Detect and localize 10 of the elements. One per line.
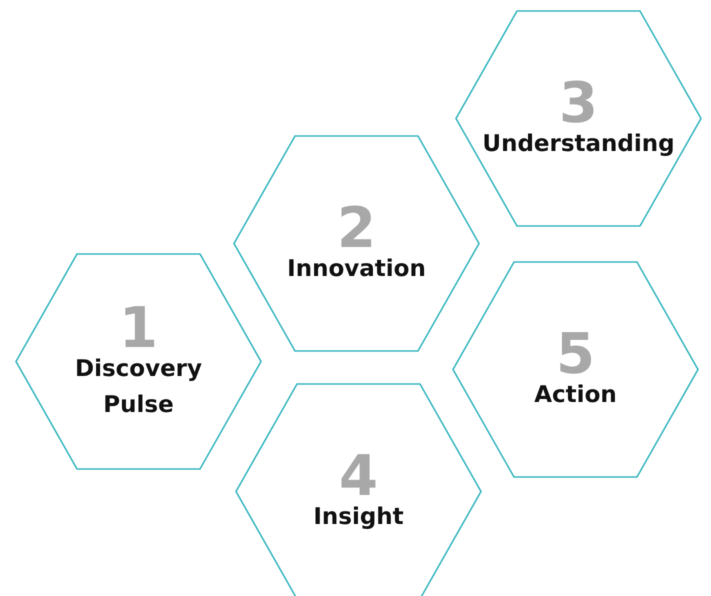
step-label: Discovery Pulse xyxy=(74,354,204,420)
step-number: 5 xyxy=(556,326,595,382)
step-number: 4 xyxy=(339,448,378,504)
step-number: 1 xyxy=(119,300,158,356)
step-number: 3 xyxy=(559,76,598,132)
step-label: Action xyxy=(534,380,617,410)
step-label: Innovation xyxy=(287,254,426,284)
step-label: Insight xyxy=(313,502,404,532)
step-number: 2 xyxy=(337,200,376,256)
step-label: Understanding xyxy=(482,130,675,158)
